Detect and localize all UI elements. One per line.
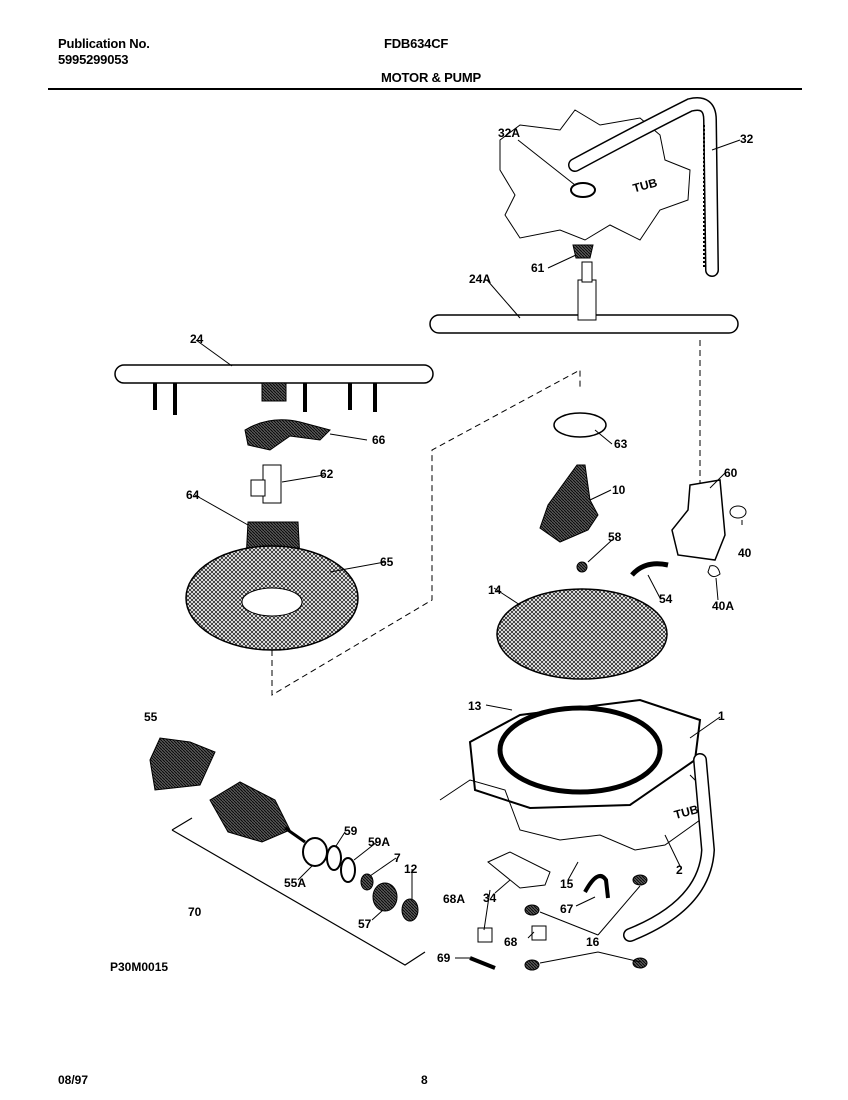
clamp-67: [583, 874, 610, 899]
part-12: [401, 898, 419, 922]
part-label-70: 70: [188, 905, 202, 919]
part-label-61: 61: [531, 261, 545, 275]
part-label-60: 60: [724, 466, 738, 480]
part-7: [360, 873, 374, 891]
part-label-55: 55: [144, 710, 158, 724]
tub-text-upper: TUB: [631, 175, 659, 195]
screw-69: [469, 956, 496, 970]
model-number: FDB634CF: [384, 36, 449, 51]
footer-date: 08/97: [58, 1073, 89, 1087]
plug-68: [531, 925, 547, 941]
publication-number: 5995299053: [58, 52, 129, 67]
section-title: MOTOR & PUMP: [381, 70, 481, 85]
ring-59: [326, 845, 342, 871]
hose-54: [630, 561, 669, 577]
part-label-32: 32: [740, 132, 754, 146]
part-label-63: 63: [614, 437, 628, 451]
part-label-16: 16: [586, 935, 600, 949]
clip-16c: [524, 959, 540, 971]
diagram-code: P30M0015: [110, 960, 169, 974]
clip-16b: [632, 874, 648, 886]
part-label-40a: 40A: [712, 599, 734, 613]
nut-61: [572, 244, 594, 259]
motor: [209, 781, 291, 843]
publication-label: Publication No.: [58, 36, 150, 51]
seal-55a: [302, 837, 328, 867]
impeller-57: [372, 882, 398, 912]
gasket-13: [497, 705, 663, 795]
part-label-40: 40: [738, 546, 752, 560]
part-label-34: 34: [483, 891, 497, 905]
part-label-7: 7: [394, 851, 401, 865]
part-label-13: 13: [468, 699, 482, 713]
impeller-10: [539, 464, 599, 543]
part-label-57: 57: [358, 917, 372, 931]
part-label-67: 67: [560, 902, 574, 916]
part-label-66: 66: [372, 433, 386, 447]
part-label-10: 10: [612, 483, 626, 497]
part-label-2: 2: [676, 863, 683, 877]
part-label-14: 14: [488, 583, 502, 597]
part-label-69: 69: [437, 951, 451, 965]
part-label-59: 59: [344, 824, 358, 838]
motor-cover-55: [149, 737, 216, 791]
part-label-24a: 24A: [469, 272, 491, 286]
part-label-62: 62: [320, 467, 334, 481]
part-label-68a: 68A: [443, 892, 465, 906]
part-label-58: 58: [608, 530, 622, 544]
part-label-1: 1: [718, 709, 725, 723]
part-label-54: 54: [659, 592, 673, 606]
part-label-55a: 55A: [284, 876, 306, 890]
part-label-32a: 32A: [498, 126, 520, 140]
ring-58: [576, 561, 588, 573]
upper-tub-fragment: [499, 109, 691, 241]
part-label-68: 68: [504, 935, 518, 949]
tub-text-lower: TUB: [673, 802, 701, 822]
plug-68a: [477, 927, 493, 943]
part-labels: 32A 32 61 24A 24 66 63 62 10 60 64 65 58 40 54 14 40A 55 1…: [144, 126, 754, 965]
ring-59a: [340, 857, 356, 883]
header-rule: [48, 88, 802, 90]
clip-16a: [524, 904, 540, 916]
valve-60: [671, 479, 726, 561]
tube-62: [262, 464, 282, 504]
assembly-bracket-70: [171, 817, 426, 966]
part-label-64: 64: [186, 488, 200, 502]
leader-lines: [194, 139, 743, 964]
clip-16d: [632, 957, 648, 969]
part-label-24: 24: [190, 332, 204, 346]
lower-spray-arm: [114, 364, 434, 384]
cap-63: [553, 412, 607, 438]
part-label-65: 65: [380, 555, 394, 569]
footer-page: 8: [421, 1073, 428, 1087]
bracket-34: [487, 851, 551, 889]
part-label-59a: 59A: [368, 835, 390, 849]
strainer-14: [496, 588, 668, 680]
part-label-12: 12: [404, 862, 418, 876]
part-label-15: 15: [560, 877, 574, 891]
seal-32a: [570, 182, 596, 198]
deflector-66: [244, 419, 331, 451]
